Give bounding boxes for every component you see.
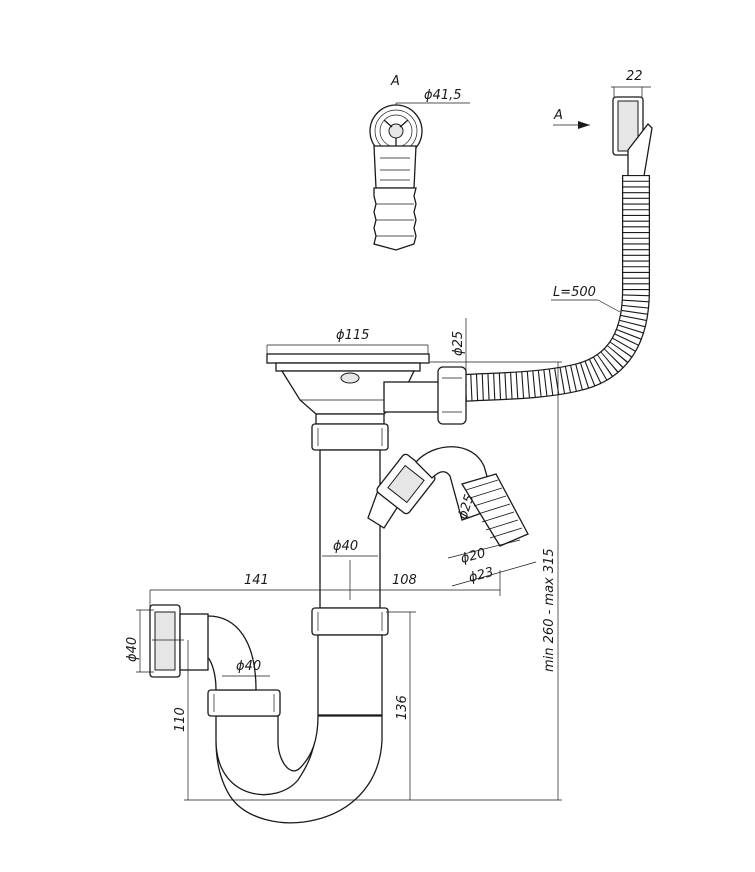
hose-length-label: L=500 — [553, 285, 596, 300]
drain-diameter-label: ϕ115 — [336, 328, 369, 343]
side-outlet-d23-label: ϕ23 — [467, 565, 495, 586]
overflow-diameter-label: ϕ41,5 — [424, 88, 462, 103]
outlet-height-label: 110 — [173, 707, 188, 732]
trap-pipe-diameter-label: ϕ40 — [236, 659, 261, 674]
offset-right-label: 108 — [392, 573, 417, 588]
view-arrow-a: A — [553, 108, 590, 129]
overflow-view-a: A ϕ41,5 — [369, 74, 470, 251]
trap-height-label: 136 — [395, 695, 410, 720]
sink-drain: ϕ115 — [266, 328, 430, 425]
s-trap: ϕ40 ϕ40 — [125, 604, 383, 824]
side-outlet: ϕ25 ϕ20 ϕ23 — [367, 446, 537, 587]
view-a-label: A — [390, 74, 400, 89]
overflow-head: 22 — [611, 69, 653, 177]
overflow-connection: ϕ25 — [383, 318, 467, 425]
view-arrow-label: A — [553, 108, 563, 123]
vertical-dimensions: 110 136 min 260 - max 315 — [152, 361, 562, 801]
side-outlet-diameter-label: ϕ25 — [456, 493, 478, 522]
horizontal-dimensions: 141 108 — [149, 560, 501, 610]
total-height-label: min 260 - max 315 — [542, 548, 557, 672]
vertical-pipe: ϕ40 — [311, 423, 389, 716]
overflow-width-label: 22 — [626, 69, 643, 84]
offset-left-label: 141 — [244, 573, 269, 588]
overflow-connection-label: ϕ25 — [451, 331, 466, 356]
pipe-diameter-label: ϕ40 — [333, 539, 358, 554]
overflow-hose: L=500 — [461, 175, 650, 402]
side-outlet-d20-label: ϕ20 — [459, 546, 487, 567]
outlet-diameter-label: ϕ40 — [125, 637, 140, 662]
